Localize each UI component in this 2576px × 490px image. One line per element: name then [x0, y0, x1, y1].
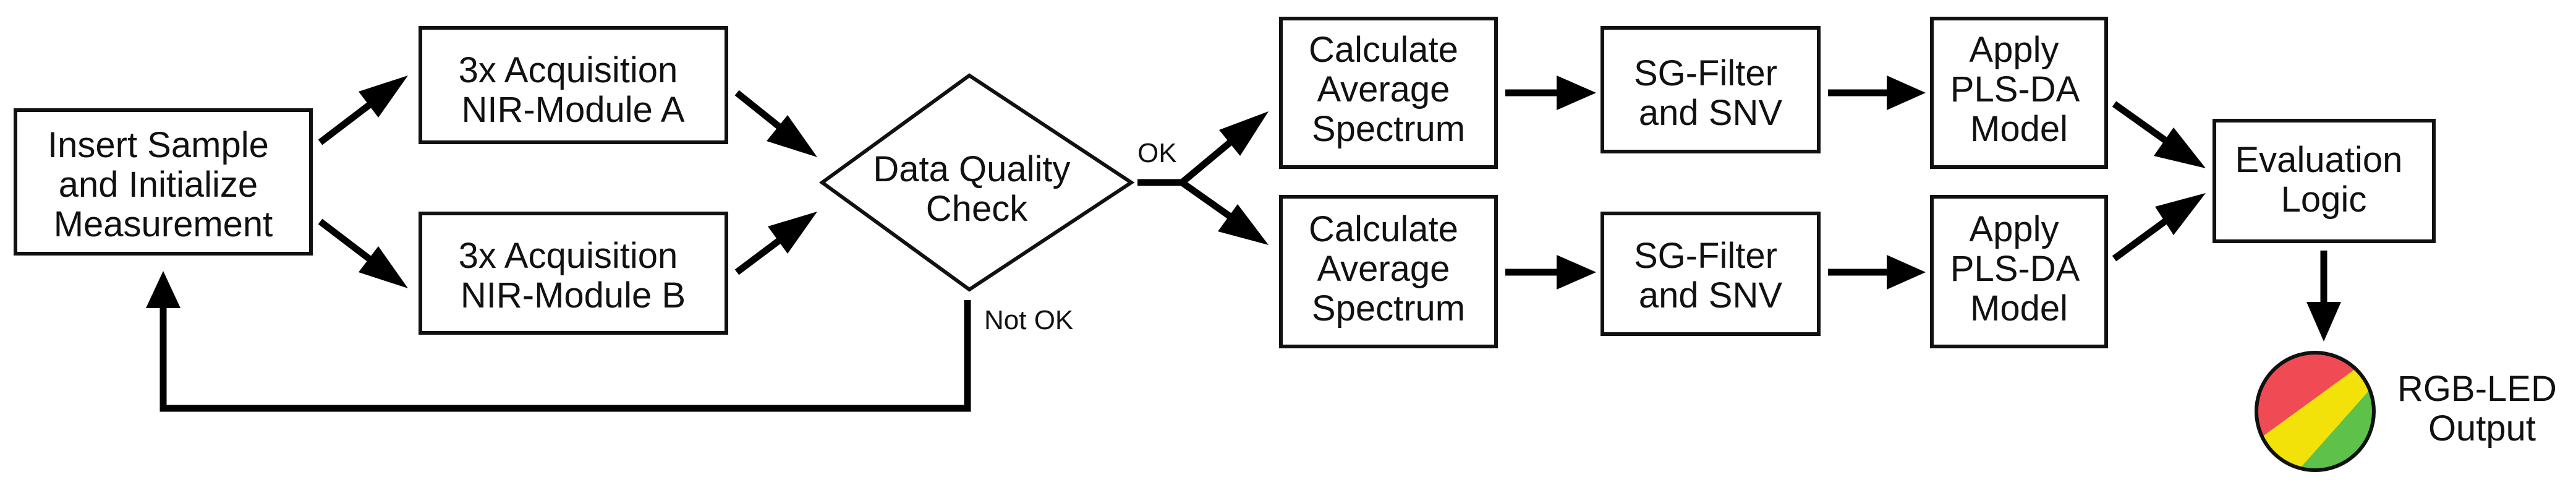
not-ok-loop-connector: [146, 271, 971, 412]
svg-text:Apply PLS-DA Model: Apply PLS-DA Model: [1950, 30, 2088, 149]
node-pls-da-bottom: Apply PLS-DA Model: [1930, 195, 2108, 348]
arrow-acq-a-to-check: [734, 90, 817, 157]
node-sg-filter-bottom: SG-Filter and SNV: [1600, 212, 1821, 336]
arrow-sg-to-pls-bottom: [1828, 255, 1926, 290]
rgb-led-icon: [2255, 351, 2376, 472]
arrow-sg-to-pls-top: [1828, 75, 1926, 110]
node-data-quality-check: Data Quality Check: [818, 73, 1135, 292]
arrow-eval-to-led: [2306, 251, 2341, 342]
ok-label: OK: [1137, 138, 1177, 168]
not-ok-label: Not OK: [984, 305, 1073, 335]
node-acquisition-module-b: 3x Acquisition NIR-Module B: [419, 212, 728, 335]
arrow-insert-to-acq-a: [318, 75, 408, 145]
ok-branch-connector: [1137, 111, 1269, 245]
node-average-spectrum-bottom: Calculate Average Spectrum: [1279, 195, 1498, 348]
svg-text:Evaluation Logic: Evaluation Logic: [2235, 140, 2413, 220]
arrow-avg-to-sg-top: [1505, 75, 1596, 110]
arrow-avg-to-sg-bottom: [1505, 255, 1596, 290]
svg-text:3x Acquisition NIR-Modul: 3x Acquisition NIR-Module B: [459, 236, 688, 316]
svg-text:3x Acquisition NIR-Modul: 3x Acquisition NIR-Module A: [459, 50, 688, 130]
svg-text:RGB-LED Output: RGB-LED Output: [2397, 369, 2567, 449]
svg-text:Calculate Average: Calculate Average Spectrum: [1309, 209, 1468, 329]
svg-text:SG-Filter and SNV: SG-Filter and SNV: [1634, 53, 1787, 133]
node-sg-filter-top: SG-Filter and SNV: [1600, 26, 1821, 153]
node-insert-sample: Insert Sample and Initialize Measurement: [14, 108, 313, 256]
svg-text:Calculate Average: Calculate Average Spectrum: [1309, 30, 1468, 149]
svg-text:Insert Sample and Initia: Insert Sample and Initialize Measurement: [48, 125, 279, 244]
arrow-insert-to-acq-b: [318, 218, 408, 288]
svg-text:Data Quality Check: Data Quality Check: [873, 149, 1080, 229]
node-average-spectrum-top: Calculate Average Spectrum: [1279, 17, 1498, 169]
node-pls-da-top: Apply PLS-DA Model: [1930, 17, 2108, 169]
arrow-pls-bottom-to-eval: [2112, 193, 2206, 262]
led-output-label: RGB-LED Output: [2397, 369, 2567, 449]
led-red-segment: [2256, 353, 2374, 445]
arrow-acq-b-to-check: [734, 212, 817, 275]
node-evaluation-logic: Evaluation Logic: [2213, 119, 2436, 243]
node-acquisition-module-a: 3x Acquisition NIR-Module A: [419, 26, 728, 144]
svg-text:SG-Filter and SNV: SG-Filter and SNV: [1634, 236, 1787, 316]
arrow-pls-top-to-eval: [2112, 101, 2206, 168]
svg-text:Apply PLS-DA Model: Apply PLS-DA Model: [1950, 209, 2088, 329]
